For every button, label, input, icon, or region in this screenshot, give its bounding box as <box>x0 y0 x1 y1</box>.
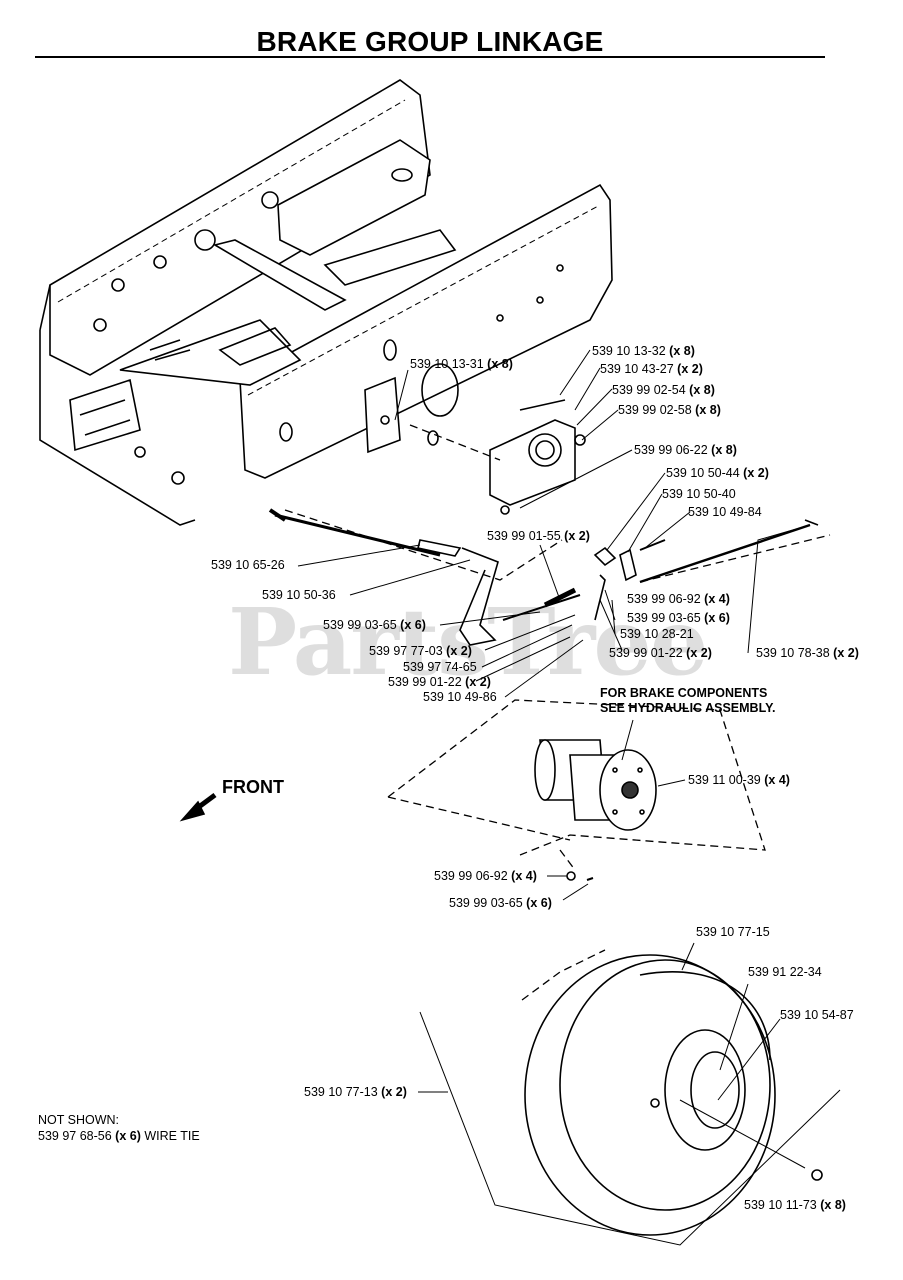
not-shown-heading: NOT SHOWN: <box>38 1113 120 1127</box>
leader-lines <box>297 349 841 1246</box>
right-brake-bracket <box>489 399 586 515</box>
part-label: 539 10 78-38 (x 2) <box>756 646 859 660</box>
part-label: 539 99 01-22 (x 2) <box>388 675 491 689</box>
part-label: 539 99 01-22 (x 2) <box>609 646 712 660</box>
part-label: 539 99 02-58 (x 8) <box>618 403 721 417</box>
assembly-guide-lines <box>284 424 831 1001</box>
frame-crossmembers <box>69 139 457 452</box>
hydraulic-note-line1: FOR BRAKE COMPONENTS <box>600 686 768 700</box>
tire-wheel <box>524 954 776 1236</box>
part-label: 539 10 50-40 <box>662 487 736 501</box>
part-label: 539 10 13-32 (x 8) <box>592 344 695 358</box>
hydraulic-note-line2: SEE HYDRAULIC ASSEMBLY. <box>600 701 776 715</box>
part-label: 539 10 50-36 <box>262 588 336 602</box>
part-label: 539 99 03-65 (x 6) <box>449 896 552 910</box>
not-shown-item: 539 97 68-56 (x 6) WIRE TIE <box>38 1129 200 1143</box>
frame-left-rail <box>39 79 431 526</box>
part-label: 539 99 02-54 (x 8) <box>612 383 715 397</box>
part-label: 539 10 54-87 <box>780 1008 854 1022</box>
part-label: 539 97 77-03 (x 2) <box>369 644 472 658</box>
part-label: 539 11 00-39 (x 4) <box>688 773 790 787</box>
part-label: 539 99 06-22 (x 8) <box>634 443 737 457</box>
part-label: 539 91 22-34 <box>748 965 822 979</box>
part-label: 539 10 28-21 <box>620 627 694 641</box>
part-label: 539 10 77-15 <box>696 925 770 939</box>
part-label: 539 10 43-27 (x 2) <box>600 362 703 376</box>
not-shown-note: NOT SHOWN: 539 97 68-56 (x 6) WIRE TIE <box>38 1112 200 1144</box>
title-underline <box>35 56 825 58</box>
part-label: 539 99 06-92 (x 4) <box>434 869 537 883</box>
part-label: 539 99 03-65 (x 6) <box>627 611 730 625</box>
page-title: BRAKE GROUP LINKAGE <box>256 26 604 57</box>
part-label: 539 10 50-44 (x 2) <box>666 466 769 480</box>
part-label: 539 10 49-86 <box>423 690 497 704</box>
part-label: 539 10 11-73 (x 8) <box>744 1198 846 1212</box>
part-label: 539 10 13-31 (x 8) <box>410 357 513 371</box>
part-label: 539 99 03-65 (x 6) <box>323 618 426 632</box>
part-label: 539 10 49-84 <box>688 505 762 519</box>
frame-right-rail <box>239 183 613 479</box>
part-label: 539 99 06-92 (x 4) <box>627 592 730 606</box>
hydraulic-note: FOR BRAKE COMPONENTS SEE HYDRAULIC ASSEM… <box>600 686 776 716</box>
part-label: 539 99 01-55 (x 2) <box>487 529 590 543</box>
left-brake-bracket <box>364 376 401 454</box>
part-label: 539 97 74-65 <box>403 660 477 674</box>
hydraulic-motor <box>534 739 657 831</box>
part-label: 539 10 77-13 (x 2) <box>304 1085 407 1099</box>
part-label: 539 10 65-26 <box>211 558 285 572</box>
front-arrow-icon <box>179 792 217 822</box>
front-label: FRONT <box>222 777 284 797</box>
